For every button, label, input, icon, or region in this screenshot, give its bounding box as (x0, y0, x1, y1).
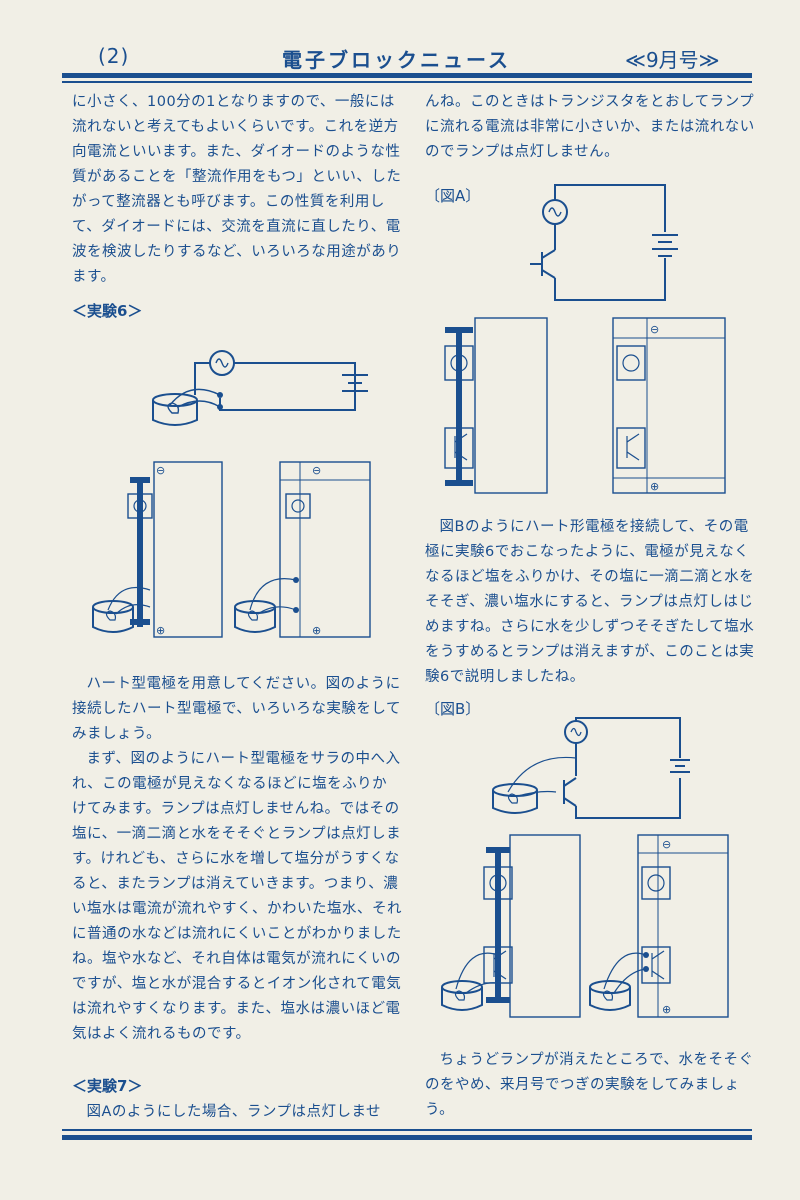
transistor-block (616, 427, 646, 469)
experiment6-circuit (152, 350, 368, 426)
experiment6-paragraph-1: ハート型電極を用意してください。図のように接続したハート型電極で、いろいろな実験… (72, 676, 401, 742)
right-intro-text: んね。このときはトランジスタをとおしてランプに流れる電流は非常に小さいか、または… (425, 90, 755, 165)
lamp-block (483, 866, 513, 900)
page-number: (2) (98, 44, 130, 68)
lamp-block (127, 493, 153, 519)
experiment6-title: ＜実験6＞ (72, 302, 143, 320)
lamp-block (285, 493, 311, 519)
newsletter-title: 電子ブロックニュース (282, 48, 511, 72)
experiment7-paragraph: 図Aのようにした場合、ランプは点灯しませ (86, 1104, 382, 1120)
left-tail-text: 図Aのようにした場合、ランプは点灯しませ (72, 1100, 402, 1125)
figure-a-label: 〔図A〕 (425, 187, 481, 205)
footer-rule-thick (62, 1135, 752, 1140)
right-paragraph-2: 図Bのようにハート形電極を接続して、その電極に実験6でおこなったように、電極が見… (425, 519, 755, 685)
plus-terminal: ⊕ (156, 624, 165, 637)
figure-b-block-layouts: ⊖ ⊕ (441, 834, 729, 1018)
experiment6-block-layouts: ⊖ ⊕ ⊖ ⊕ (92, 461, 371, 638)
minus-terminal: ⊖ (650, 323, 659, 336)
page-header: (2) 電子ブロックニュース ≪9月号≫ (0, 44, 800, 74)
plus-terminal: ⊕ (650, 480, 659, 493)
heart-electrode-icon (105, 610, 117, 621)
plus-terminal: ⊕ (312, 624, 321, 637)
figure-b-label: 〔図B〕 (425, 700, 481, 718)
lamp-block (641, 866, 671, 900)
issue-label: ≪9月号≫ (625, 48, 720, 72)
left-intro-text: に小さく、100分の1となりますので、一般には流れないと考えてもよいくらいです。… (72, 90, 402, 290)
minus-terminal: ⊖ (662, 838, 671, 851)
right-paragraph-3: ちょうどランプが消えたところで、水をそそぐのをやめ、来月号でつぎの実験をしてみま… (425, 1052, 754, 1118)
header-rule-thick (62, 73, 752, 78)
heart-electrode-icon (507, 793, 519, 804)
right-body-text: 図Bのようにハート形電極を接続して、その電極に実験6でおこなったように、電極が見… (425, 515, 755, 690)
right-tail-text: ちょうどランプが消えたところで、水をそそぐのをやめ、来月号でつぎの実験をしてみま… (425, 1048, 755, 1123)
experiment7-title: ＜実験7＞ (72, 1077, 143, 1095)
header-rule-thin (62, 81, 752, 83)
right-paragraph-1: んね。このときはトランジスタをとおしてランプに流れる電流は非常に小さいか、または… (425, 94, 755, 160)
intro-paragraph: に小さく、100分の1となりますので、一般には流れないと考えてもよいくらいです。… (72, 94, 402, 285)
minus-terminal: ⊖ (312, 464, 321, 477)
footer-rule-thin (62, 1129, 752, 1131)
lamp-block (616, 345, 646, 381)
figure-a-circuit (530, 184, 678, 301)
figure-b-circuit (492, 717, 690, 819)
dish-icon (492, 783, 538, 797)
lamp-block (444, 345, 474, 381)
minus-terminal: ⊖ (156, 464, 165, 477)
plus-terminal: ⊕ (662, 1003, 671, 1016)
transistor-block (641, 946, 671, 984)
left-body-text: ハート型電極を用意してください。図のように接続したハート型電極で、いろいろな実験… (72, 672, 402, 1047)
transistor-block (444, 427, 474, 469)
figure-a-block-layouts: ⊖ ⊕ (444, 317, 726, 494)
wire (194, 362, 210, 395)
experiment6-paragraph-2: まず、図のようにハート型電極をサラの中へ入れ、この電極が見えなくなるほどに塩をふ… (72, 751, 402, 1042)
